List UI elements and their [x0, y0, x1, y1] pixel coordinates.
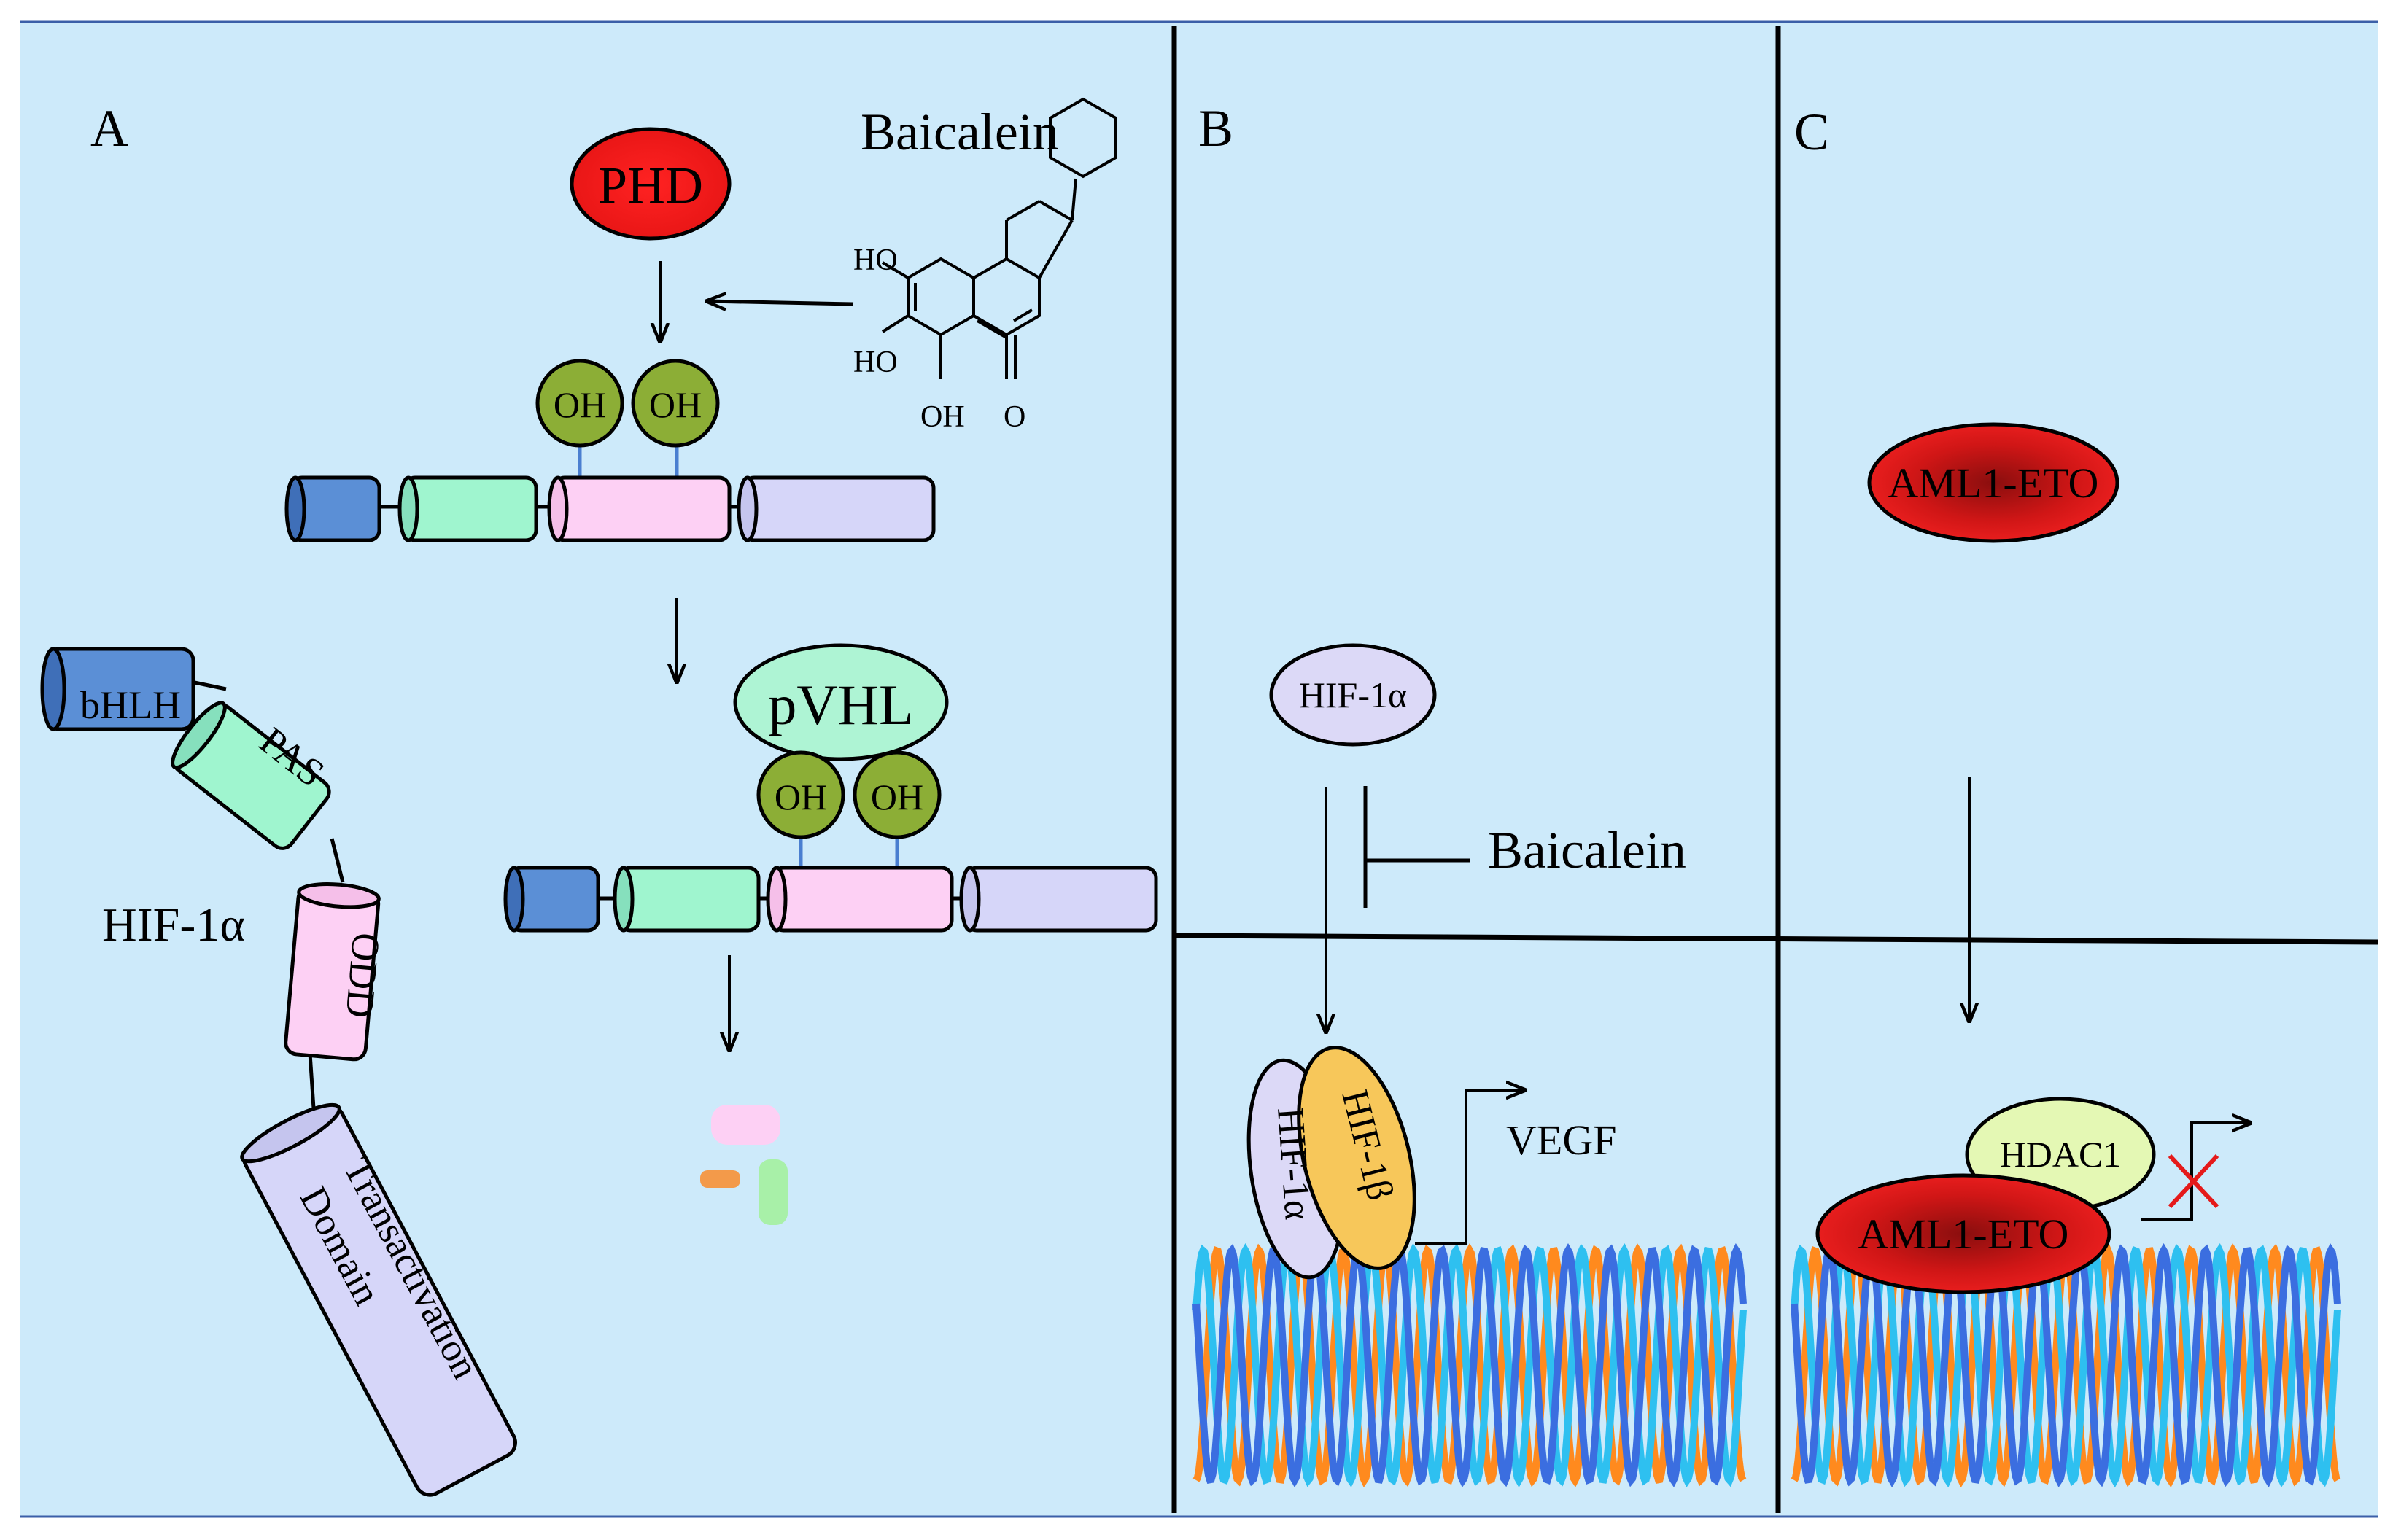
oh-label-3: OH	[775, 777, 827, 817]
oh-label-1: OH	[554, 384, 606, 425]
baicalein-structure	[881, 97, 1117, 379]
phd-label: PHD	[598, 156, 703, 214]
panel-label-a: A	[90, 99, 128, 158]
oh-label-2: OH	[649, 384, 702, 425]
membrane-line	[1174, 933, 2378, 945]
odd-label: ODD	[338, 931, 389, 1020]
tad-cylinder-upper	[742, 475, 936, 542]
vegf-label: VEGF	[1506, 1116, 1616, 1164]
aml1eto-bottom-label: AML1-ETO	[1858, 1210, 2069, 1258]
aml1-eto-bound: AML1-ETO	[1815, 1173, 2111, 1294]
oh-group-4: OH	[853, 750, 942, 839]
dna-strand	[1791, 1242, 2341, 1488]
pas-cylinder-upper	[403, 475, 538, 542]
panel-label-b: B	[1198, 99, 1233, 158]
pas-cylinder-lower	[618, 866, 761, 933]
oh-group-3: OH	[756, 750, 845, 839]
odd-cylinder	[284, 882, 381, 1062]
baicalein-label-a: Baicalein	[861, 103, 1059, 161]
dna-strand	[1192, 1242, 1747, 1488]
hif1a-cytoplasm: HIF-1α	[1269, 643, 1437, 747]
transactivation-cylinder	[240, 1102, 517, 1497]
baicalein-label-b: Baicalein	[1488, 821, 1686, 879]
bhlh-label: bHLH	[80, 683, 181, 727]
pvhl-label: pVHL	[768, 673, 913, 736]
hif1a-domain-structure	[40, 647, 517, 1497]
inhibition-x	[2168, 1154, 2219, 1209]
arrow-baicalein-left	[707, 301, 854, 304]
ho-label-1: HO	[853, 244, 898, 277]
bhlh-cylinder	[40, 647, 195, 731]
hif-heterodimer	[1246, 1046, 1416, 1280]
oh-label-struct: OH	[920, 400, 965, 434]
pvhl-protein: pVHL	[733, 643, 949, 761]
panel-label-c: C	[1794, 103, 1829, 161]
hif1a-chain-upper	[284, 475, 936, 542]
carbonyl-o: O	[1004, 400, 1025, 434]
phd-enzyme: PHD	[570, 127, 732, 241]
oh-group-1: OH	[535, 359, 624, 448]
hif1a-b-label: HIF-1α	[1299, 674, 1407, 715]
hif1a-side-label: HIF-1α	[102, 898, 245, 952]
degraded-fragments	[700, 1105, 788, 1225]
hif1a-dna-label: HIF-1α	[1269, 1106, 1319, 1221]
odd-cylinder-upper	[552, 475, 732, 542]
hif1a-chain-lower	[503, 866, 1158, 933]
hdac1-label: HDAC1	[2000, 1134, 2122, 1175]
oh-group-2: OH	[631, 359, 720, 448]
blocked-promoter-arrow	[2141, 1123, 2250, 1221]
aml1eto-top-label: AML1-ETO	[1888, 459, 2099, 507]
tad-cylinder-lower	[964, 866, 1158, 933]
odd-cylinder-lower	[771, 866, 954, 933]
vegf-promoter-arrow	[1415, 1090, 1524, 1245]
oh-label-4: OH	[871, 777, 923, 817]
aml1-eto-cytoplasm: AML1-ETO	[1867, 422, 2119, 543]
pas-cylinder	[171, 701, 331, 850]
ho-label-2: HO	[853, 346, 898, 379]
